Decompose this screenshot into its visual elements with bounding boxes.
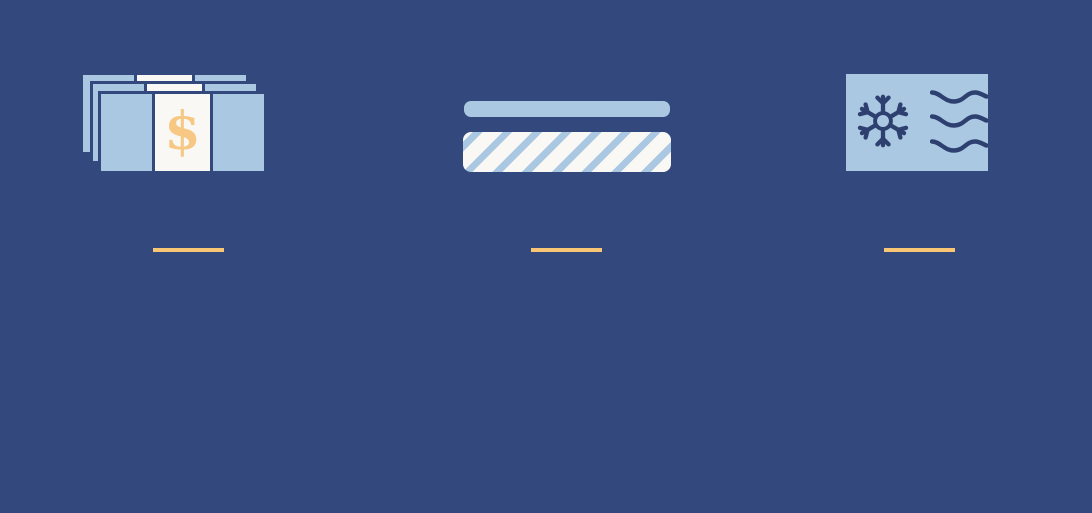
accent-underline — [531, 248, 602, 252]
mattress-topper — [464, 101, 670, 117]
airflow-wave-icon — [930, 114, 988, 128]
accent-underline — [884, 248, 955, 252]
bill-front: $ — [98, 91, 267, 174]
feature-money: $ — [80, 72, 268, 174]
bill-segment — [213, 94, 264, 171]
airflow-wave-icon — [930, 139, 988, 153]
dollar-sign: $ — [164, 100, 201, 162]
feature-mattress — [463, 101, 671, 172]
snowflake-icon — [857, 94, 909, 148]
bill-segment: $ — [155, 94, 210, 171]
mattress-base-striped — [463, 132, 671, 172]
airflow-wave-icon — [930, 90, 988, 104]
feature-cooling — [846, 74, 988, 171]
accent-underline — [153, 248, 224, 252]
bill-segment — [101, 94, 152, 171]
